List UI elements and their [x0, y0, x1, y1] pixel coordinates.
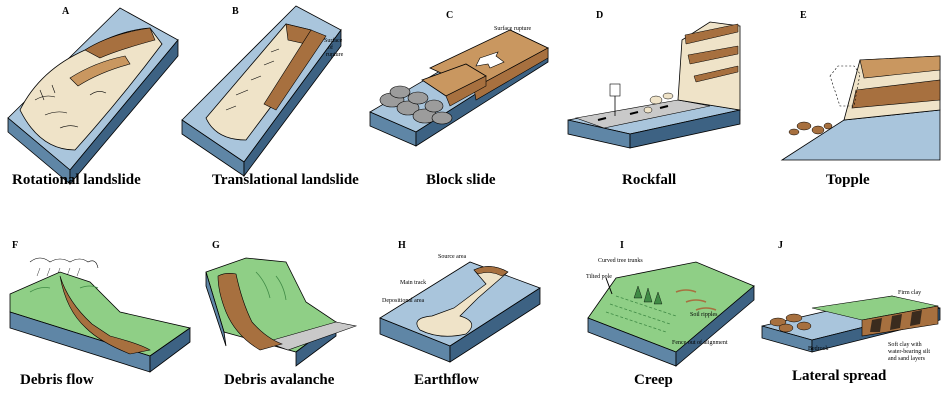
rockfall-illustration	[567, 21, 741, 149]
annotation: Surface	[324, 38, 343, 44]
rotational-landslide-illustration	[7, 7, 179, 186]
annotation: and sand layers	[888, 356, 925, 362]
annotation: Soft clay with	[888, 342, 922, 348]
panel-topple: E Topple	[764, 0, 944, 200]
panel-caption: Rotational landslide	[12, 172, 141, 188]
panel-caption: Topple	[826, 172, 870, 188]
block-slide-illustration	[369, 29, 549, 147]
panel-letter: I	[620, 240, 624, 251]
annotation: rupture	[326, 52, 344, 58]
panel-block-slide: C Surface rupture Block slide	[369, 0, 550, 200]
panel-caption: Block slide	[426, 172, 496, 188]
panel-caption: Rockfall	[622, 172, 677, 188]
panel-rotational-landslide: A Rotational landslide	[0, 0, 185, 200]
panel-letter: H	[398, 240, 406, 251]
annotation: water-bearing silt	[888, 349, 931, 355]
annotation: Tilted pole	[586, 274, 612, 280]
panel-letter: F	[12, 240, 19, 251]
annotation: Depositional area	[382, 298, 425, 304]
panel-letter: A	[62, 6, 70, 17]
panel-letter: D	[596, 10, 604, 21]
annotation: of	[328, 45, 333, 51]
panel-caption: Lateral spread	[792, 368, 887, 384]
debris-flow-illustration	[9, 257, 191, 373]
annotation: Curved tree trunks	[598, 258, 643, 264]
panel-translational-landslide: B Surface of rupture Translational lands…	[176, 0, 376, 200]
panel-debris-flow: F Debris flow	[0, 232, 200, 403]
topple-illustration	[780, 55, 941, 161]
panel-caption: Earthflow	[414, 372, 479, 388]
panel-creep: I Curved tree trunks Tilted pole Soil ri…	[576, 232, 766, 403]
panel-rockfall: D Rockfall	[560, 0, 750, 200]
earthflow-illustration	[379, 261, 541, 363]
annotation: Surface rupture	[494, 26, 532, 32]
panel-letter: E	[800, 10, 807, 21]
annotation: Source area	[438, 254, 467, 260]
panel-caption: Debris flow	[20, 372, 94, 388]
panel-caption: Creep	[634, 372, 673, 388]
panel-caption: Debris avalanche	[224, 372, 335, 388]
panel-earthflow: H Source area Main track Depositional ar…	[370, 232, 570, 403]
panel-letter: C	[446, 10, 454, 21]
creep-illustration	[587, 261, 755, 367]
debris-avalanche-illustration	[205, 257, 358, 367]
panel-letter: J	[778, 240, 783, 251]
annotation: Bedrock	[808, 346, 829, 352]
annotation: Soil ripples	[690, 312, 718, 318]
panel-letter: B	[232, 6, 239, 17]
annotation: Fence out of alignment	[672, 340, 728, 346]
annotation: Main track	[400, 280, 427, 286]
lateral-spread-illustration	[761, 295, 941, 353]
annotation: Firm clay	[898, 290, 922, 296]
panel-debris-avalanche: G Debris avalanche	[196, 232, 376, 403]
translational-landslide-illustration	[181, 5, 342, 178]
panel-letter: G	[212, 240, 220, 251]
panel-caption: Translational landslide	[212, 172, 359, 188]
panel-lateral-spread: J Firm clay Soft clay with water-bearing…	[752, 232, 944, 403]
